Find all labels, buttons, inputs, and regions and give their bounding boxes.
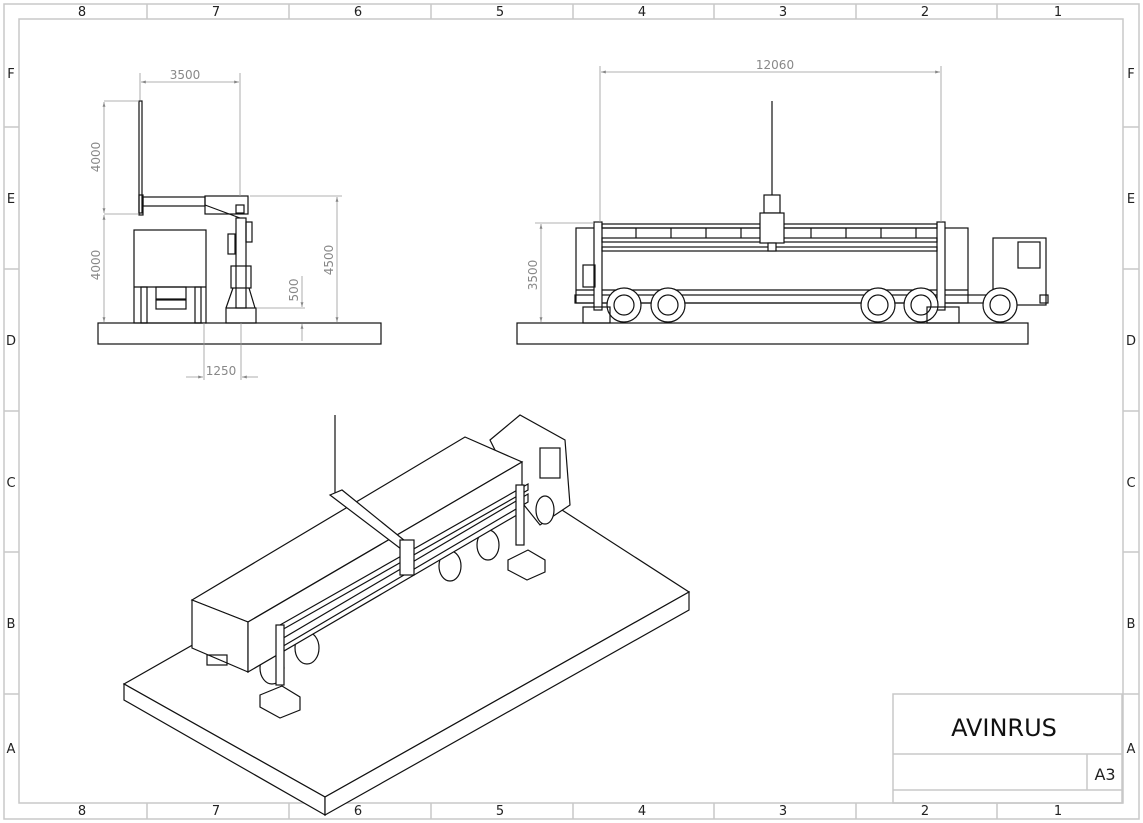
- wheel: [903, 287, 939, 323]
- company-name: AVINRUS: [951, 714, 1057, 742]
- zone-column-label: 1: [1054, 804, 1062, 819]
- zone-row-label: E: [7, 192, 15, 207]
- zone-column-label: 8: [78, 804, 86, 819]
- sheet-frame: [3, 3, 1140, 820]
- wheel: [606, 287, 642, 323]
- zone-column-label: 7: [212, 5, 220, 20]
- zone-column-label: 6: [354, 5, 362, 20]
- zone-row-label: D: [1126, 334, 1136, 349]
- isometric-view: [122, 414, 691, 817]
- zone-row-label: B: [1127, 617, 1136, 632]
- zone-column-label: 3: [779, 804, 787, 819]
- zone-column-label: 1: [1054, 5, 1062, 20]
- zone-column-label: 6: [354, 804, 362, 819]
- zone-column-label: 4: [638, 5, 646, 20]
- zone-column-label: 2: [921, 5, 929, 20]
- zone-column-label: 5: [496, 5, 504, 20]
- dim-span: 12060: [756, 58, 794, 72]
- wheel: [982, 287, 1018, 323]
- dim-total-height: 4500: [322, 245, 336, 276]
- side-view: 3500 4000 4000 4500 500 1250: [89, 68, 382, 380]
- zone-row-label: F: [1127, 67, 1134, 82]
- zone-row-label: D: [6, 334, 16, 349]
- zone-row-label: C: [1126, 476, 1135, 491]
- zone-column-label: 8: [78, 5, 86, 20]
- dim-base-height: 500: [287, 279, 301, 302]
- zone-row-label: B: [7, 617, 16, 632]
- front-view: 12060 3500: [516, 58, 1049, 345]
- wheel: [650, 287, 686, 323]
- zone-column-label: 4: [638, 804, 646, 819]
- zone-row-label: C: [6, 476, 15, 491]
- zone-column-label: 3: [779, 5, 787, 20]
- dim-offset: 1250: [206, 364, 237, 378]
- dim-top-width: 3500: [170, 68, 201, 82]
- dim-mast-height: 4000: [89, 142, 103, 173]
- sheet-size: A3: [1094, 765, 1115, 784]
- zone-row-label: A: [7, 742, 16, 757]
- dim-height: 3500: [526, 260, 540, 291]
- zone-column-label: 5: [496, 804, 504, 819]
- zone-column-label: 2: [921, 804, 929, 819]
- wheel: [860, 287, 896, 323]
- zone-row-label: E: [1127, 192, 1135, 207]
- title-block: AVINRUS A3: [892, 693, 1123, 804]
- dim-lower-height: 4000: [89, 250, 103, 281]
- zone-row-label: F: [7, 67, 14, 82]
- zone-column-label: 7: [212, 804, 220, 819]
- zone-row-label: A: [1127, 742, 1136, 757]
